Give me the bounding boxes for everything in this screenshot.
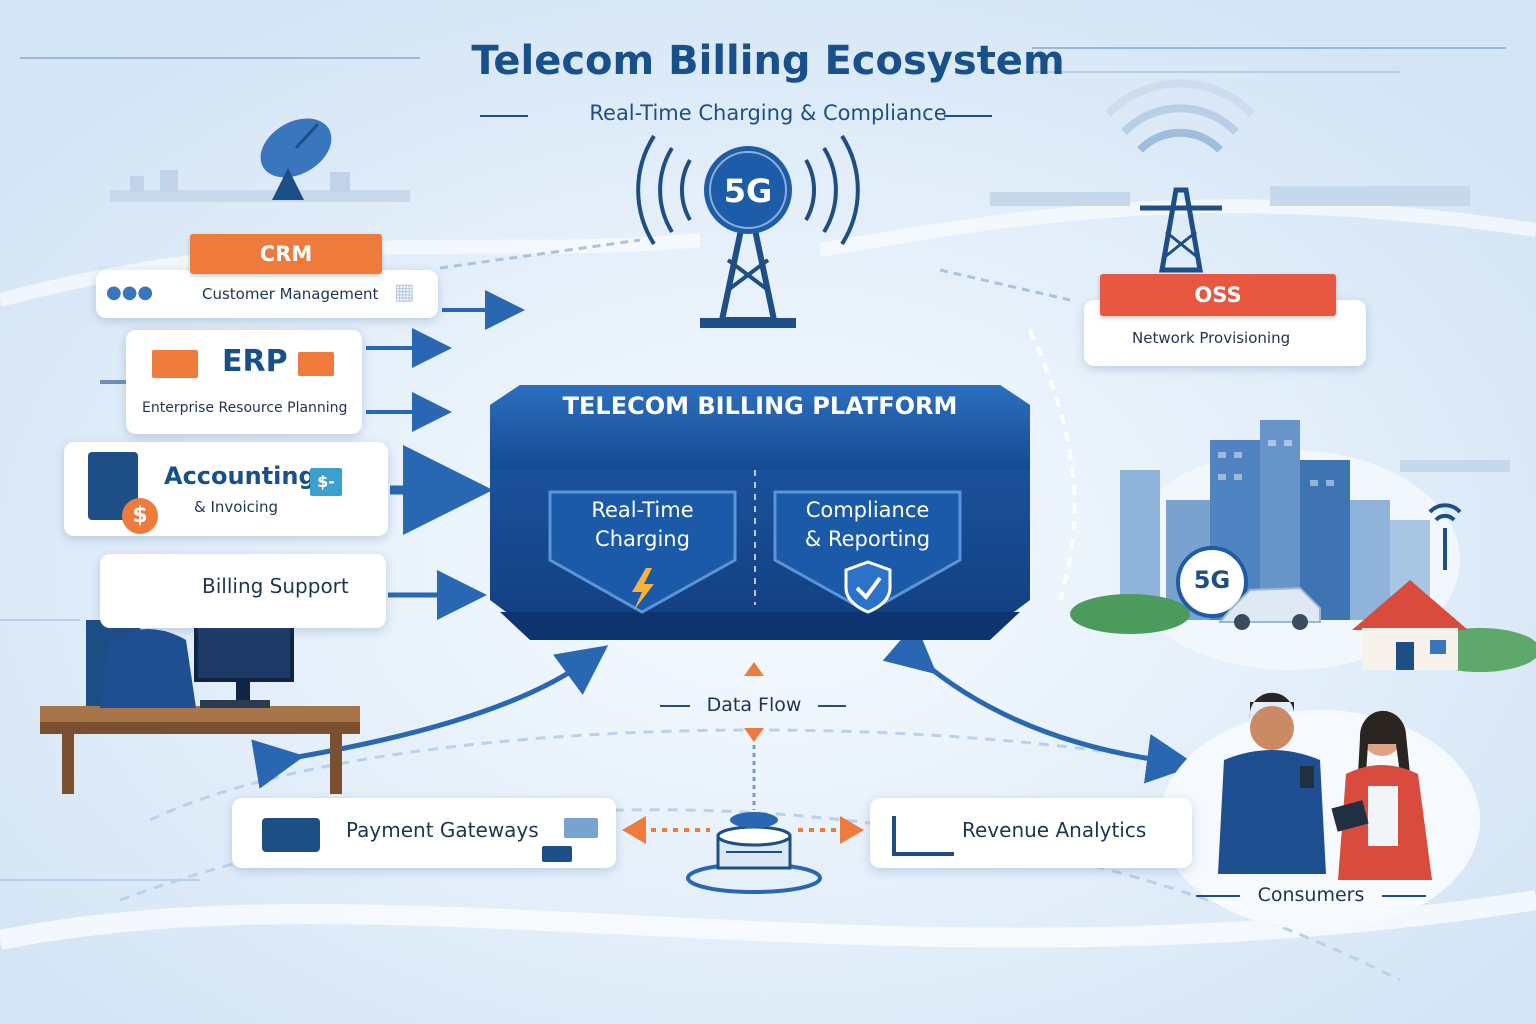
accounting-subtitle: & Invoicing bbox=[194, 498, 278, 516]
crm-tag: CRM bbox=[190, 234, 382, 274]
revenue-analytics-label: Revenue Analytics bbox=[962, 818, 1146, 842]
crm-card[interactable]: ●●● Customer Management ▦ bbox=[96, 270, 438, 318]
server-node-icon bbox=[720, 812, 790, 882]
lightning-icon bbox=[640, 568, 641, 569]
city-5g-badge: 5G bbox=[1178, 566, 1246, 594]
page-title: Telecom Billing Ecosystem bbox=[0, 38, 1536, 84]
shield-check-icon bbox=[868, 560, 869, 561]
oss-tag: OSS bbox=[1100, 274, 1336, 316]
crm-label: Customer Management bbox=[202, 285, 378, 303]
realtime-line2: Charging bbox=[550, 525, 735, 554]
oss-label: Network Provisioning bbox=[1132, 329, 1290, 347]
card-reader-icon bbox=[564, 818, 598, 838]
tower-5g-badge: 5G bbox=[704, 172, 792, 210]
compliance-line1: Compliance bbox=[775, 496, 960, 525]
realtime-line1: Real-Time bbox=[550, 496, 735, 525]
grid-icon: ▦ bbox=[394, 280, 415, 305]
factory-icon bbox=[152, 350, 198, 378]
credit-card-icon bbox=[262, 818, 320, 852]
accounting-title: Accounting bbox=[164, 462, 316, 490]
bar-chart-icon bbox=[892, 816, 954, 856]
erp-card[interactable]: ERP Enterprise Resource Planning bbox=[126, 330, 362, 434]
compliance-reporting-module[interactable]: Compliance & Reporting bbox=[775, 496, 960, 554]
coin-icon: $ bbox=[122, 498, 158, 534]
platform-title: TELECOM BILLING PLATFORM bbox=[490, 392, 1030, 420]
billing-support-card[interactable]: Billing Support bbox=[100, 554, 386, 628]
realtime-charging-module[interactable]: Real-Time Charging bbox=[550, 496, 735, 554]
plug-icon bbox=[542, 846, 572, 862]
payment-gateways-card[interactable]: Payment Gateways bbox=[232, 798, 616, 868]
accounting-card[interactable]: $ Accounting & Invoicing $- bbox=[64, 442, 388, 536]
data-flow-label: Data Flow bbox=[690, 694, 818, 716]
page-subtitle: Real-Time Charging & Compliance bbox=[0, 101, 1536, 125]
payment-gateways-label: Payment Gateways bbox=[346, 818, 539, 842]
erp-label: Enterprise Resource Planning bbox=[142, 400, 347, 416]
compliance-line2: & Reporting bbox=[775, 525, 960, 554]
revenue-analytics-card[interactable]: Revenue Analytics bbox=[870, 798, 1192, 868]
dollar-badge-icon: $- bbox=[310, 468, 342, 496]
users-icon: ●●● bbox=[106, 282, 153, 303]
card-icon bbox=[298, 352, 334, 376]
consumers-label: Consumers bbox=[1240, 884, 1382, 906]
erp-tag: ERP bbox=[222, 344, 288, 379]
billing-support-label: Billing Support bbox=[202, 574, 349, 598]
